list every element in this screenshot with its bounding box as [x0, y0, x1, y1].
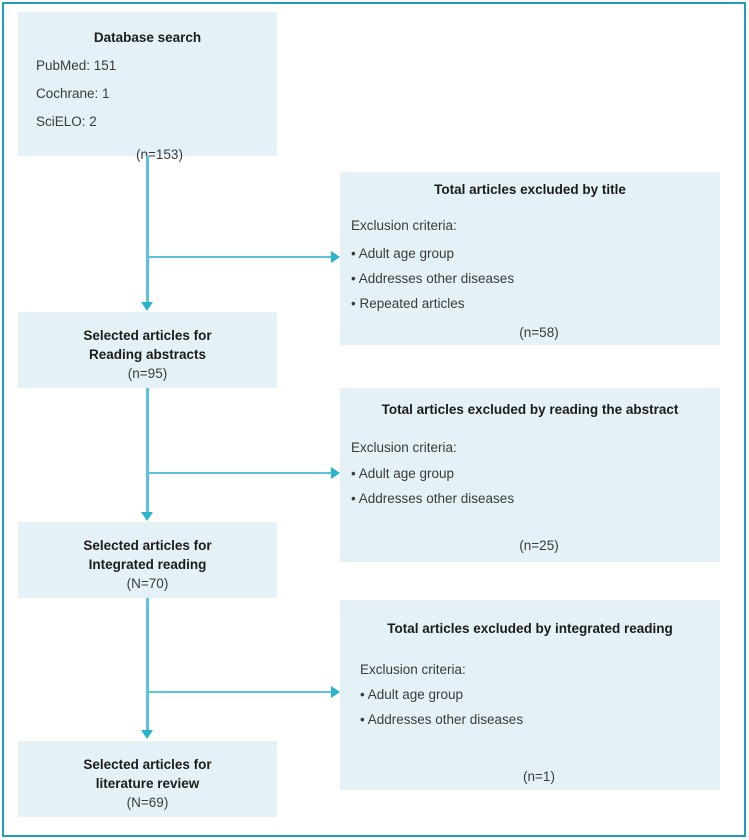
arrow-right-to-excluded-by-title: [331, 251, 340, 263]
excluded-by-integrated-reading-criteria-label: Exclusion criteria:: [360, 662, 466, 677]
selected-integrated-reading-line1: Selected articles for: [83, 538, 212, 553]
excluded-by-abstract-count: (n=25): [519, 538, 559, 553]
connector-line-source-to-abstracts: [146, 156, 149, 304]
excluded-by-title-criterion-2: • Addresses other diseases: [351, 271, 515, 286]
selected-reading-abstracts-box: Selected articles for Reading abstracts …: [18, 312, 277, 388]
arrow-down-to-literature-review: [141, 730, 153, 739]
excluded-by-title-criterion-3: • Repeated articles: [351, 296, 465, 311]
excluded-by-integrated-reading-criterion-1: • Adult age group: [360, 687, 464, 702]
excluded-by-integrated-reading-count: (n=1): [523, 769, 555, 784]
database-search-box: Database search PubMed: 151 Cochrane: 1 …: [18, 12, 277, 162]
excluded-by-title-criterion-1: • Adult age group: [351, 246, 455, 261]
connector-line-to-excluded-by-abstract: [148, 472, 333, 474]
arrow-down-to-integrated-reading: [141, 512, 153, 521]
excluded-by-integrated-reading-heading: Total articles excluded by integrated re…: [387, 621, 673, 636]
excluded-by-abstract-heading: Total articles excluded by reading the a…: [381, 402, 679, 417]
arrow-down-to-abstracts: [141, 302, 153, 311]
connector-line-integrated-to-review: [146, 598, 149, 734]
connector-line-abstracts-to-integrated: [146, 388, 149, 516]
selected-reading-abstracts-count: (n=95): [127, 366, 168, 381]
source-pubmed: PubMed: 151: [36, 58, 117, 73]
selected-literature-review-count: (N=69): [126, 795, 169, 810]
selected-integrated-reading-count: (N=70): [126, 576, 169, 591]
excluded-by-abstract-criterion-2: • Addresses other diseases: [351, 491, 515, 506]
excluded-by-integrated-reading-box: Total articles excluded by integrated re…: [340, 600, 720, 790]
excluded-by-title-heading: Total articles excluded by title: [434, 182, 626, 197]
arrow-right-to-excluded-by-abstract: [331, 467, 340, 479]
database-search-title: Database search: [93, 30, 202, 45]
excluded-by-title-count: (n=58): [519, 325, 559, 340]
selected-literature-review-line1: Selected articles for: [83, 757, 212, 772]
selected-integrated-reading-box: Selected articles for Integrated reading…: [18, 522, 277, 598]
excluded-by-abstract-criterion-1: • Adult age group: [351, 466, 455, 481]
arrow-right-to-excluded-by-integrated-reading: [331, 686, 340, 698]
excluded-by-title-criteria-label: Exclusion criteria:: [351, 218, 457, 233]
selected-reading-abstracts-line2: Reading abstracts: [88, 347, 207, 362]
excluded-by-abstract-box: Total articles excluded by reading the a…: [340, 388, 720, 562]
excluded-by-abstract-criteria-label: Exclusion criteria:: [351, 440, 457, 455]
selected-literature-review-line2: literature review: [95, 776, 200, 791]
connector-line-to-excluded-by-title: [148, 256, 333, 258]
source-cochrane: Cochrane: 1: [36, 86, 110, 101]
source-scielo: SciELO: 2: [36, 114, 97, 129]
excluded-by-integrated-reading-criterion-2: • Addresses other diseases: [360, 712, 524, 727]
connector-line-to-excluded-by-integrated-reading: [148, 691, 333, 693]
excluded-by-title-box: Total articles excluded by title Exclusi…: [340, 172, 720, 345]
selected-reading-abstracts-line1: Selected articles for: [83, 328, 212, 343]
selected-literature-review-box: Selected articles for literature review …: [18, 741, 277, 817]
selected-integrated-reading-line2: Integrated reading: [88, 557, 207, 572]
